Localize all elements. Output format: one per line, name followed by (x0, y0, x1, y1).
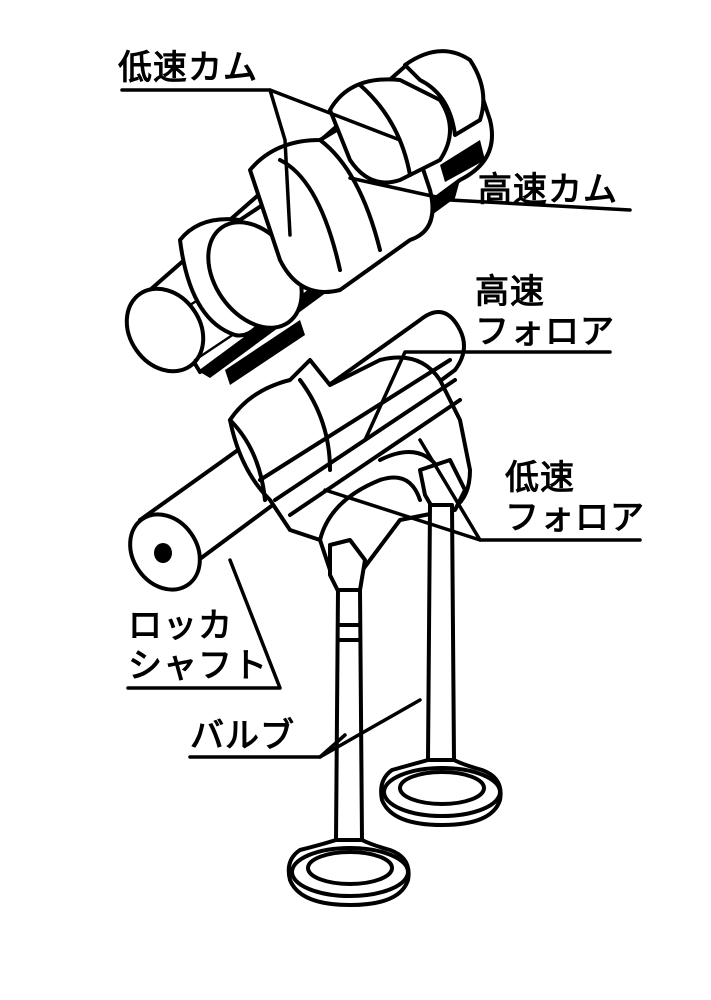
label-low-cam: 低速カム (118, 48, 258, 88)
camshaft (124, 49, 494, 385)
label-high-follower-line2: フォロア (475, 312, 615, 352)
label-high-follower-line1: 高速 (475, 272, 545, 312)
label-valve: バルブ (190, 716, 295, 756)
valve-right (379, 503, 503, 827)
label-low-follower-line2: フォロア (505, 498, 645, 538)
valve-left (286, 588, 411, 907)
label-rocker-shaft-line2: シャフト (128, 646, 268, 686)
label-rocker-shaft-line1: ロッカ (128, 606, 233, 646)
rocker-assembly (128, 310, 472, 597)
leader-lines (120, 88, 642, 759)
label-high-cam: 高速カム (478, 170, 618, 210)
label-low-follower-line1: 低速 (505, 458, 575, 498)
